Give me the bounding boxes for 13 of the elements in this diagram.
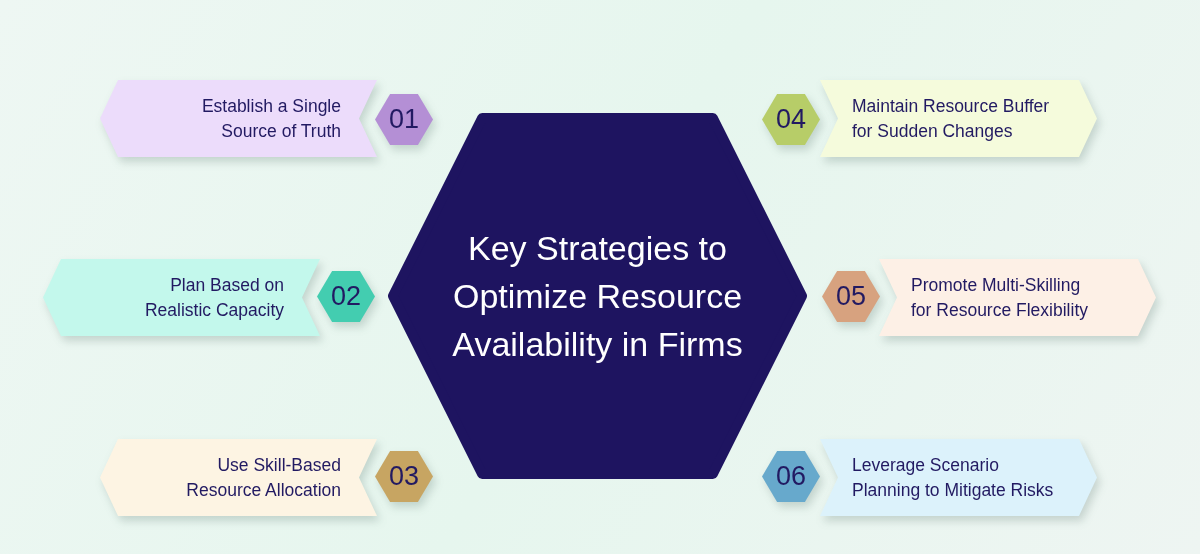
strategy-text: Promote Multi-Skilling for Resource Flexibility [911, 274, 1089, 322]
step-number: 05 [835, 283, 866, 310]
strategy-text: Use Skill-Based Resource Allocation [185, 454, 341, 502]
step-number: 04 [775, 106, 806, 133]
strategy-text: Establish a Single Source of Truth [200, 95, 341, 143]
strategy-text: Maintain Resource Buffer for Sudden Changes [852, 95, 1051, 143]
strategy-text: Leverage Scenario Planning to Mitigate Risks [852, 454, 1055, 502]
strategy-text: Plan Based on Realistic Capacity [143, 274, 284, 322]
central-label: Key Strategies to Optimize Resource Availability in Firms [451, 227, 744, 366]
step-number: 01 [388, 106, 419, 133]
step-number: 06 [775, 463, 806, 490]
step-number: 02 [330, 283, 361, 310]
step-number: 03 [388, 463, 419, 490]
